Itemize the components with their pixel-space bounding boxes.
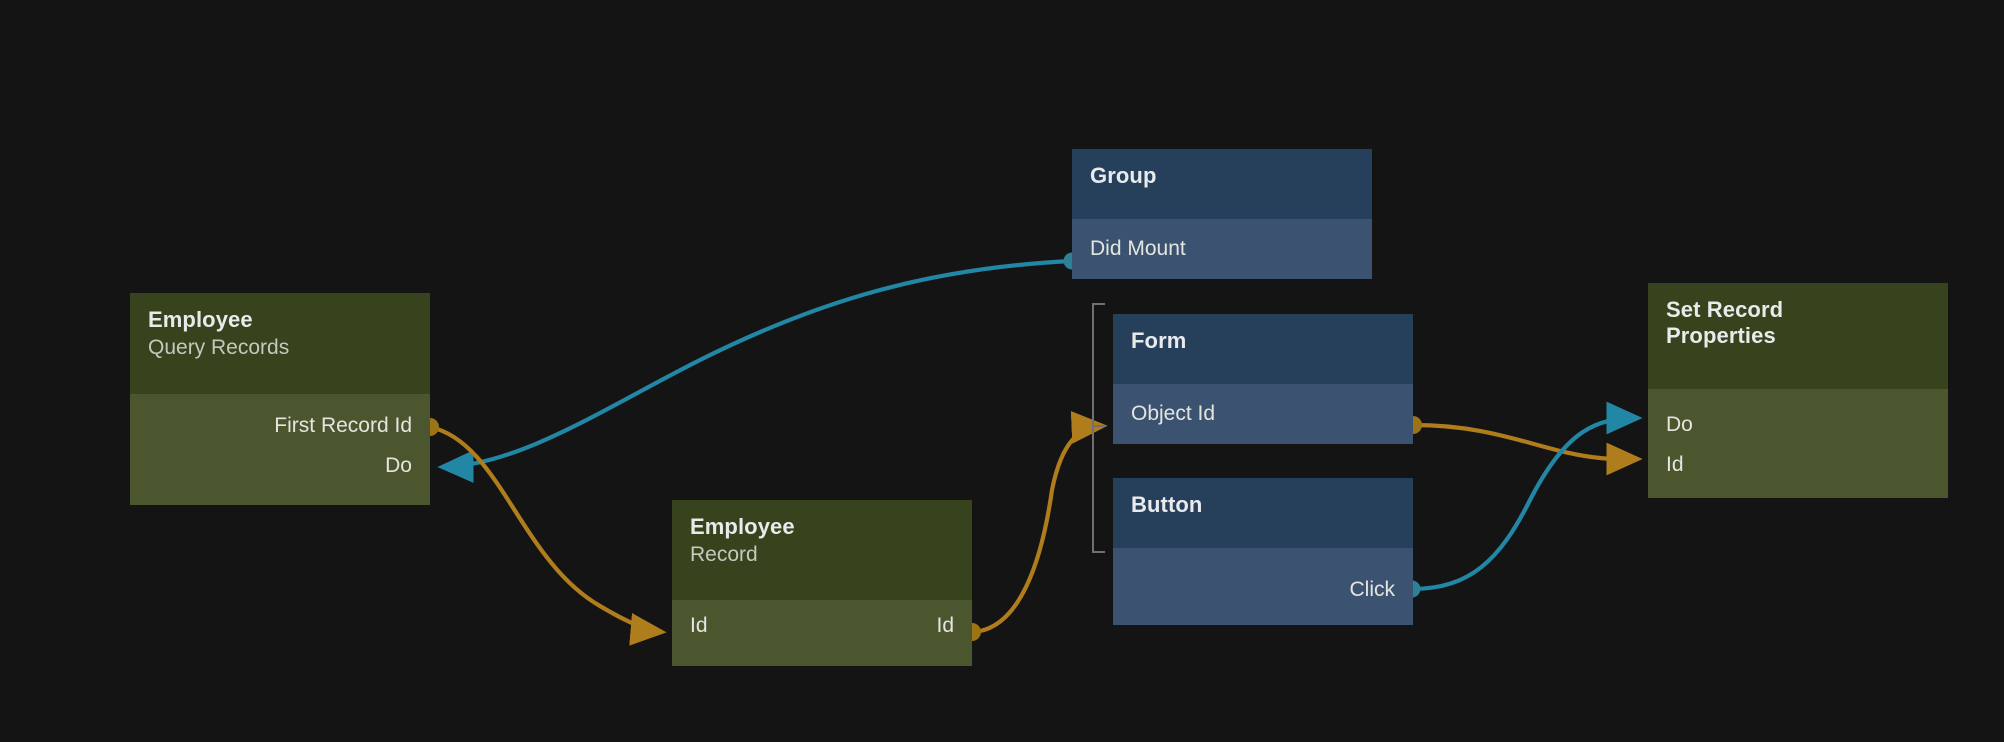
edge-group-didmount-to-query-do (437, 252, 1081, 483)
node-body: First Record Id Do (130, 394, 430, 505)
port-object-id[interactable]: Object Id (1113, 394, 1413, 434)
bracket-tick-bottom (1092, 551, 1105, 553)
edge-form-objectid-to-setrecord-id (1404, 416, 1643, 476)
node-title: Form (1131, 328, 1187, 353)
port-id[interactable]: Id (1648, 445, 1948, 485)
node-body: Object Id (1113, 384, 1413, 444)
node-header: Group (1072, 149, 1372, 219)
node-body: Id Id (672, 600, 972, 666)
port-label: Click (1349, 578, 1396, 601)
node-title: Button (1131, 492, 1203, 517)
port-first-record-id[interactable]: First Record Id (130, 406, 430, 446)
node-subtitle: Record (690, 542, 758, 566)
node-title: Employee (148, 307, 253, 332)
node-form[interactable]: Form Object Id (1113, 314, 1413, 444)
bracket-vertical (1092, 303, 1094, 553)
node-subtitle: Query Records (148, 335, 290, 359)
node-group[interactable]: Group Did Mount (1072, 149, 1372, 279)
node-header: Form (1113, 314, 1413, 384)
node-employee-query-records[interactable]: Employee Query Records First Record Id D… (130, 293, 430, 505)
port-label: Did Mount (1090, 237, 1186, 260)
group-children-bracket (1086, 303, 1105, 553)
port-do[interactable]: Do (1648, 405, 1948, 445)
node-employee-record[interactable]: Employee Record Id Id (672, 500, 972, 666)
port-id[interactable]: Id Id (672, 606, 972, 646)
bracket-tick-top (1092, 303, 1105, 305)
node-body: Click (1113, 548, 1413, 625)
node-title: Employee (690, 514, 795, 539)
edge-query-firstrecordid-to-record-id (421, 418, 667, 646)
port-label: First Record Id (274, 414, 412, 437)
node-header: Employee Query Records (130, 293, 430, 394)
node-title: Group (1090, 163, 1157, 188)
node-body: Do Id (1648, 389, 1948, 498)
edge-record-id-to-form-objectid (963, 411, 1108, 641)
node-header: Set Record Properties (1648, 283, 1948, 389)
port-click[interactable]: Click (1113, 570, 1413, 610)
node-set-record-properties[interactable]: Set Record Properties Do Id (1648, 283, 1948, 498)
node-header: Button (1113, 478, 1413, 548)
port-label-input: Id (690, 614, 708, 637)
port-do[interactable]: Do (130, 446, 430, 486)
node-button[interactable]: Button Click (1113, 478, 1413, 625)
port-label: Id (1666, 453, 1684, 476)
port-label: Object Id (1131, 402, 1216, 425)
port-label: Do (385, 454, 412, 477)
node-header: Employee Record (672, 500, 972, 600)
bracket-tick-middle (1092, 425, 1105, 427)
node-title: Set Record Properties (1666, 297, 1784, 348)
port-label: Do (1666, 413, 1693, 436)
node-body: Did Mount (1072, 219, 1372, 279)
port-label-output: Id (936, 614, 954, 637)
port-did-mount[interactable]: Did Mount (1072, 229, 1372, 269)
edge-button-click-to-setrecord-do (1403, 401, 1643, 598)
